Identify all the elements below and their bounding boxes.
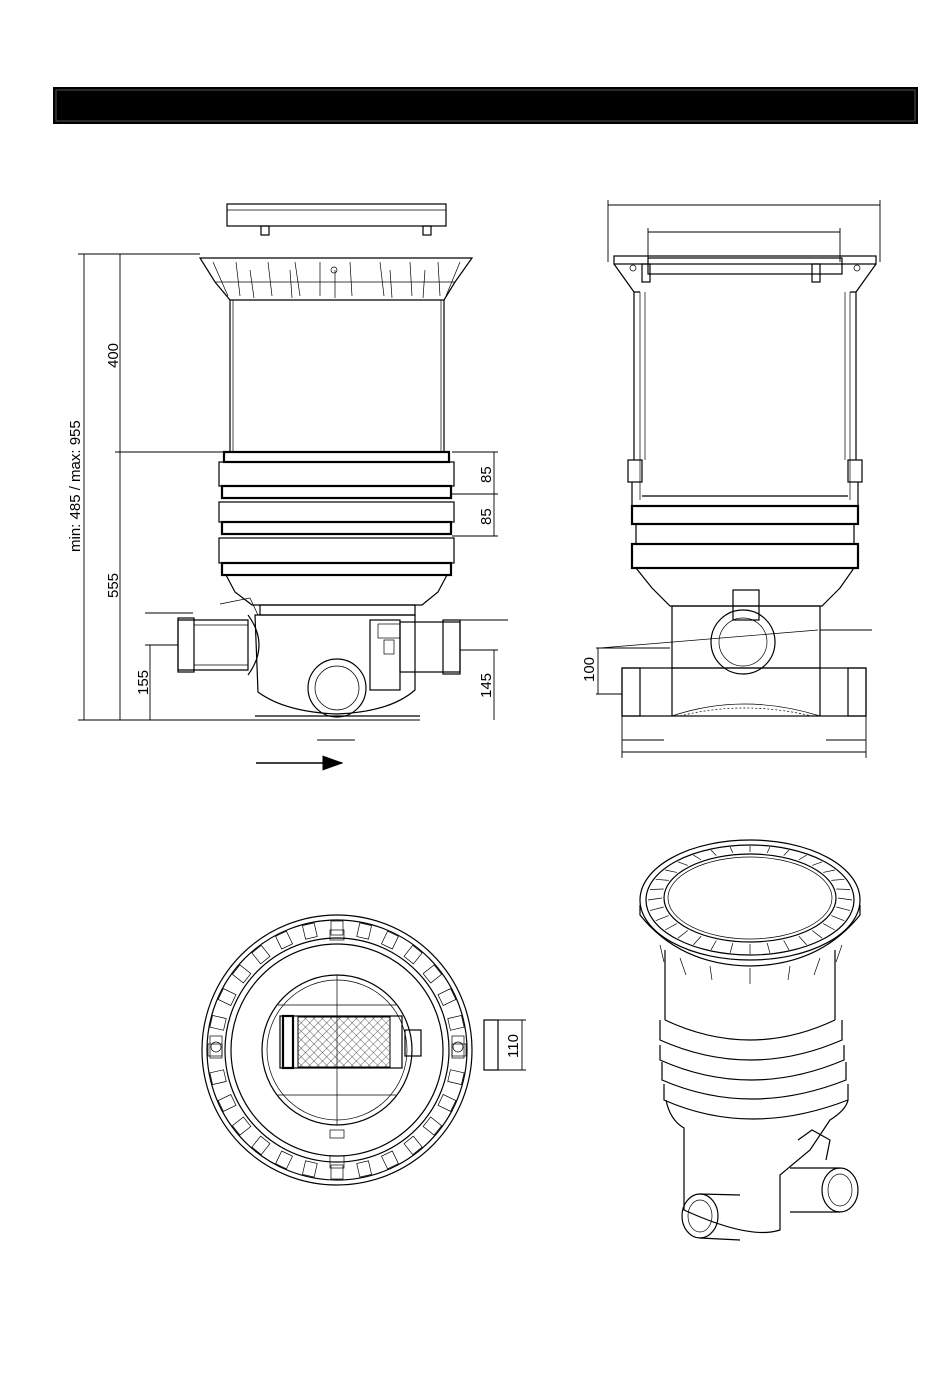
iso-ring-slot: [784, 850, 789, 855]
side-rings: [632, 506, 858, 606]
side-view: 100: [581, 200, 880, 758]
iso-ring-slot: [711, 940, 716, 949]
iso-ring-slot: [823, 924, 835, 930]
dim-ring-1: 85: [478, 466, 495, 483]
top-view: 110: [202, 915, 526, 1185]
dim-pipe-diameter: 110: [505, 1034, 522, 1058]
ring-slot: [302, 1161, 317, 1177]
ring-slot: [448, 1015, 464, 1030]
dim-riser-height: 400: [105, 343, 122, 368]
iso-ring-slot: [650, 907, 664, 911]
front-view: min: 485 / max: 955 400 555 155 85 85 14…: [67, 204, 508, 763]
dim-inlet-height: 145: [478, 673, 495, 698]
ring-slot: [210, 1070, 226, 1085]
ring-slot: [302, 923, 317, 939]
side-lower-body: [600, 590, 866, 716]
iso-ring-slot: [678, 931, 688, 939]
iso-ring-slot: [799, 855, 807, 860]
header-bar: [53, 87, 918, 124]
front-lid: [227, 204, 446, 235]
ring-slot: [331, 921, 343, 935]
iso-ring-slot: [836, 907, 850, 911]
iso-ring-slot: [678, 862, 688, 866]
isometric-view: [640, 840, 860, 1240]
front-lower-body: [178, 598, 460, 717]
isometric-ring-slots: [648, 846, 852, 954]
iso-ring-slot: [648, 898, 662, 900]
front-riser-tube: [230, 300, 444, 452]
iso-ring-slot: [767, 847, 770, 853]
dim-ring-2: 85: [478, 508, 495, 525]
iso-ring-slot: [812, 862, 822, 866]
iso-ring-slot: [799, 936, 807, 945]
iso-ring-slot: [656, 879, 669, 880]
dim-pipe-height: 100: [581, 657, 598, 682]
iso-ring-slot: [711, 850, 716, 855]
ring-slot: [357, 1161, 372, 1177]
iso-ring-slot: [665, 924, 677, 930]
iso-ring-slot: [831, 916, 844, 921]
ring-slot: [404, 945, 422, 963]
iso-ring-slot: [823, 870, 835, 872]
ring-slot: [210, 1015, 226, 1030]
dim-body-height: 555: [105, 573, 122, 598]
iso-ring-slot: [784, 940, 789, 949]
ring-slot: [232, 965, 250, 983]
ring-slot: [423, 965, 441, 983]
ring-slot: [357, 923, 372, 939]
iso-ring-slot: [693, 855, 701, 860]
ring-slot: [331, 1165, 343, 1179]
iso-ring-slot: [656, 916, 669, 921]
dim-outlet-height: 155: [135, 670, 152, 695]
dim-overall: min: 485 / max: 955: [67, 420, 84, 552]
iso-ring-slot: [730, 943, 733, 953]
iso-ring-slot: [838, 898, 852, 900]
iso-ring-slot: [730, 847, 733, 853]
ring-slot: [423, 1117, 441, 1135]
iso-ring-slot: [831, 879, 844, 880]
iso-ring-slot: [665, 870, 677, 872]
ring-slot: [252, 945, 270, 963]
side-riser: [628, 292, 862, 506]
iso-ring-slot: [767, 943, 770, 953]
iso-ring-slot: [693, 936, 701, 945]
ring-slot: [252, 1136, 270, 1154]
side-cover: [614, 256, 876, 292]
ring-slot: [232, 1117, 250, 1135]
ring-slot: [404, 1136, 422, 1154]
iso-ring-slot: [812, 931, 822, 939]
ring-slot: [448, 1070, 464, 1085]
front-body-rings: [219, 452, 454, 605]
front-top-frame: [200, 258, 472, 300]
